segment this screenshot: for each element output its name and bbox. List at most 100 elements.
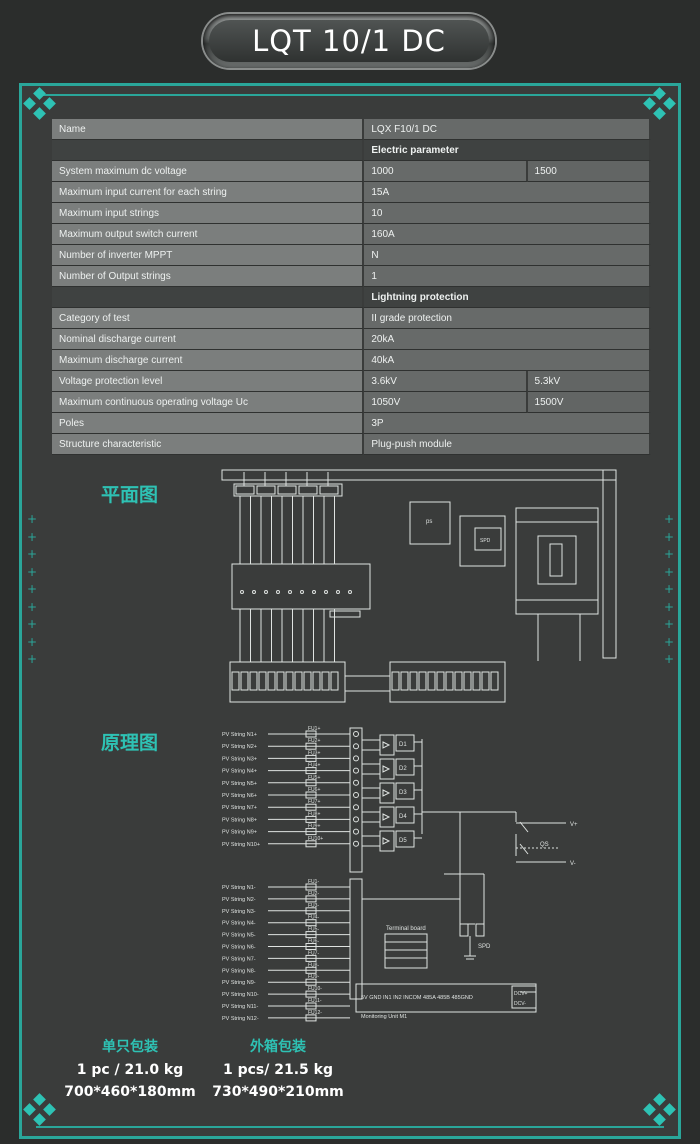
pos-string-label: PV String N3+ (222, 756, 257, 762)
neg-string-label: PV String N10- (222, 992, 259, 998)
pos-string-label: PV String N5+ (222, 781, 257, 787)
pcb-pin (252, 590, 256, 594)
neg-fuse (305, 966, 317, 974)
monitor-caption: Monitoring Unit M1 (361, 1014, 407, 1020)
neg-fuse (305, 1002, 317, 1010)
power-supply-box (409, 501, 451, 545)
top-fuse (298, 485, 318, 495)
corner-ornament-bottom-left (23, 1093, 56, 1126)
neg-fuse (305, 907, 317, 915)
spec-value: 1050V (364, 392, 528, 413)
spd-element-1 (459, 923, 469, 937)
spec-label: Maximum output switch current (52, 224, 365, 245)
side-tick: + (27, 512, 38, 526)
dcv-minus-label: DCV- (514, 1001, 526, 1007)
dc-breaker-handle (549, 543, 563, 577)
terminal-block (294, 671, 303, 691)
side-tick: + (664, 582, 675, 596)
diode-box (395, 830, 415, 848)
neg-string-label: PV String N11- (222, 1004, 258, 1010)
dc-breaker (515, 507, 599, 615)
spd-module-face (474, 527, 502, 551)
pcb-pin (324, 590, 328, 594)
neg-string-label: PV String N1- (222, 885, 256, 891)
spec-label: Number of inverter MPPT (52, 245, 365, 266)
neg-fuse (305, 978, 317, 986)
side-tick: + (27, 634, 38, 649)
side-tick: + (27, 599, 38, 614)
spec-section-row: Electric parameter (52, 140, 651, 161)
side-tick: + (27, 652, 38, 666)
spd-element-2 (475, 923, 485, 937)
spec-value: LQX F10/1 DC (364, 119, 651, 140)
neg-fuse (305, 919, 317, 927)
diode-box (395, 758, 415, 776)
side-tick: + (664, 547, 675, 561)
diode-box (395, 734, 415, 752)
terminal-block (463, 671, 472, 691)
packing-single: 单只包装 1 pc / 21.0 kg 700*460*180mm (64, 1036, 196, 1100)
terminal-block (490, 671, 499, 691)
pos-fuse-label: FU2+ (308, 738, 320, 744)
pos-fuse (305, 815, 317, 823)
neg-fuse-label: FU4- (308, 915, 319, 921)
bottom-terminal-left (229, 661, 346, 703)
side-tick: + (664, 599, 675, 614)
terminal-block (409, 671, 418, 691)
monitor-pins: 5V GND IN1 IN2 INCOM 485A 485B 485GND (361, 995, 473, 1001)
neg-fuse-label: FU1- (308, 879, 319, 885)
pcb-pin (264, 590, 268, 594)
neg-fuse-label: FU7- (308, 950, 319, 956)
terminal-block (400, 671, 409, 691)
terminal-block (267, 671, 276, 691)
spec-section-title: Electric parameter (364, 140, 651, 161)
schematic-diagram-label: 原理图 (101, 732, 159, 754)
spec-label: Poles (52, 413, 365, 434)
terminal-block (436, 671, 445, 691)
packing-carton-qty: 1 pcs/ 21.5 kg (222, 1062, 333, 1078)
layout-diagram: ps SPD (221, 469, 617, 703)
spec-value: 5.3kV (527, 371, 651, 392)
spec-value: 15A (364, 182, 651, 203)
diode-box (395, 782, 415, 800)
spec-value: N (364, 245, 651, 266)
corner-ornament-top-left (23, 87, 56, 120)
spec-label: System maximum dc voltage (52, 161, 365, 182)
spec-label: Maximum discharge current (52, 350, 365, 371)
terminal-block (285, 671, 294, 691)
spec-label: Voltage protection level (52, 371, 365, 392)
pos-fuse-label: FU7+ (308, 799, 320, 805)
side-tick: + (27, 547, 38, 561)
spec-value: 1500V (527, 392, 651, 413)
pos-string-label: PV String N9+ (222, 830, 257, 836)
pos-string-label: PV String N2+ (222, 744, 257, 750)
layout-diagram-label: 平面图 (101, 484, 159, 506)
pos-terminal (353, 804, 359, 811)
neg-fuse (305, 943, 317, 950)
diode-housing (379, 806, 395, 828)
side-tick: + (664, 652, 675, 666)
vplus-label: V+ (570, 822, 578, 828)
diode-housing (379, 758, 395, 780)
diode-box (395, 806, 415, 824)
terminal-block (418, 671, 427, 691)
dc-breaker-window (537, 535, 577, 585)
packing-single-dims: 700*460*180mm (64, 1084, 196, 1100)
pos-terminal (353, 779, 359, 786)
spec-value: Plug-push module (364, 434, 651, 455)
terminal-block (391, 671, 400, 691)
neg-fuse-label: FU2- (308, 891, 319, 897)
diode-symbol (382, 789, 391, 797)
spec-label: Maximum input current for each string (52, 182, 365, 203)
pos-string-label: PV String N8+ (222, 817, 257, 823)
side-tick: + (664, 529, 675, 544)
pos-terminal (353, 755, 359, 762)
top-fuse (319, 485, 339, 495)
neg-fuse-label: FU11- (308, 998, 322, 1004)
pos-fuse (305, 730, 317, 738)
neg-fuse (305, 1014, 317, 1022)
terminal-board-label: Terminal board (386, 926, 426, 932)
